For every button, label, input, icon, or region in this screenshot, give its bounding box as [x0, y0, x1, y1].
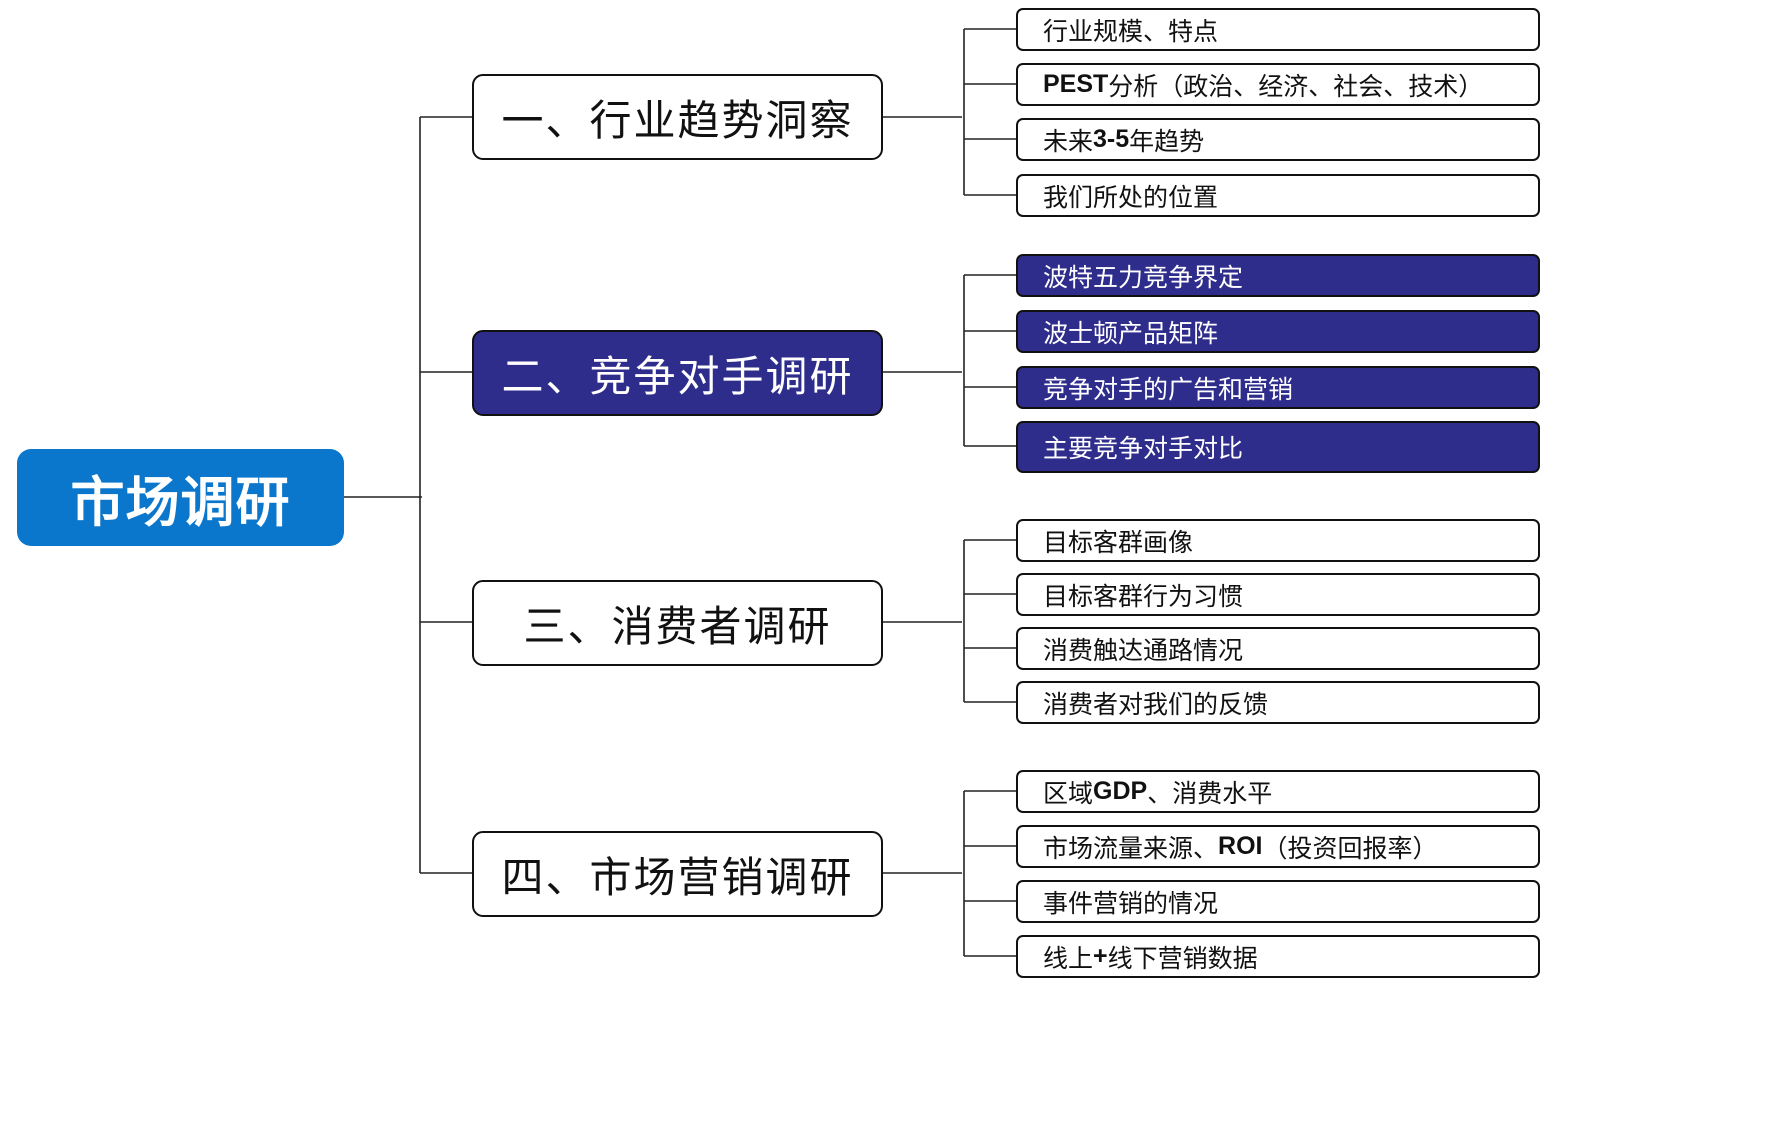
root-label: 市场调研 — [70, 470, 291, 534]
leaf-our-position: 我们所处的位置 — [1016, 174, 1540, 217]
category-marketing-research: 四、市场营销调研 — [472, 831, 883, 917]
leaf-consumer-feedback: 消费者对我们的反馈 — [1016, 681, 1540, 724]
leaf-industry-scale: 行业规模、特点 — [1016, 8, 1540, 51]
category-industry-trends: 一、行业趋势洞察 — [472, 74, 883, 160]
category-label: 一、行业趋势洞察 — [501, 95, 854, 145]
leaf-customer-profile: 目标客群画像 — [1016, 519, 1540, 562]
leaf-porter-five-forces: 波特五力竞争界定 — [1016, 254, 1540, 297]
leaf-event-marketing: 事件营销的情况 — [1016, 880, 1540, 923]
category-label: 三、消费者调研 — [523, 601, 832, 651]
leaf-bcg-matrix: 波士顿产品矩阵 — [1016, 310, 1540, 353]
leaf-competitor-comparison: 主要竞争对手对比 — [1016, 421, 1540, 473]
root-node: 市场调研 — [17, 449, 344, 546]
leaf-touchpoint-channels: 消费触达通路情况 — [1016, 627, 1540, 670]
category-competitor-research: 二、竞争对手调研 — [472, 330, 883, 416]
leaf-customer-behavior: 目标客群行为习惯 — [1016, 573, 1540, 616]
category-label: 四、市场营销调研 — [501, 852, 854, 902]
leaf-competitor-ads: 竞争对手的广告和营销 — [1016, 366, 1540, 409]
category-consumer-research: 三、消费者调研 — [472, 580, 883, 666]
leaf-traffic-roi: 市场流量来源、ROI（投资回报率） — [1016, 825, 1540, 868]
connector-lines — [344, 28, 1016, 957]
leaf-online-offline-data: 线上+线下营销数据 — [1016, 935, 1540, 978]
category-label: 二、竞争对手调研 — [501, 351, 854, 401]
